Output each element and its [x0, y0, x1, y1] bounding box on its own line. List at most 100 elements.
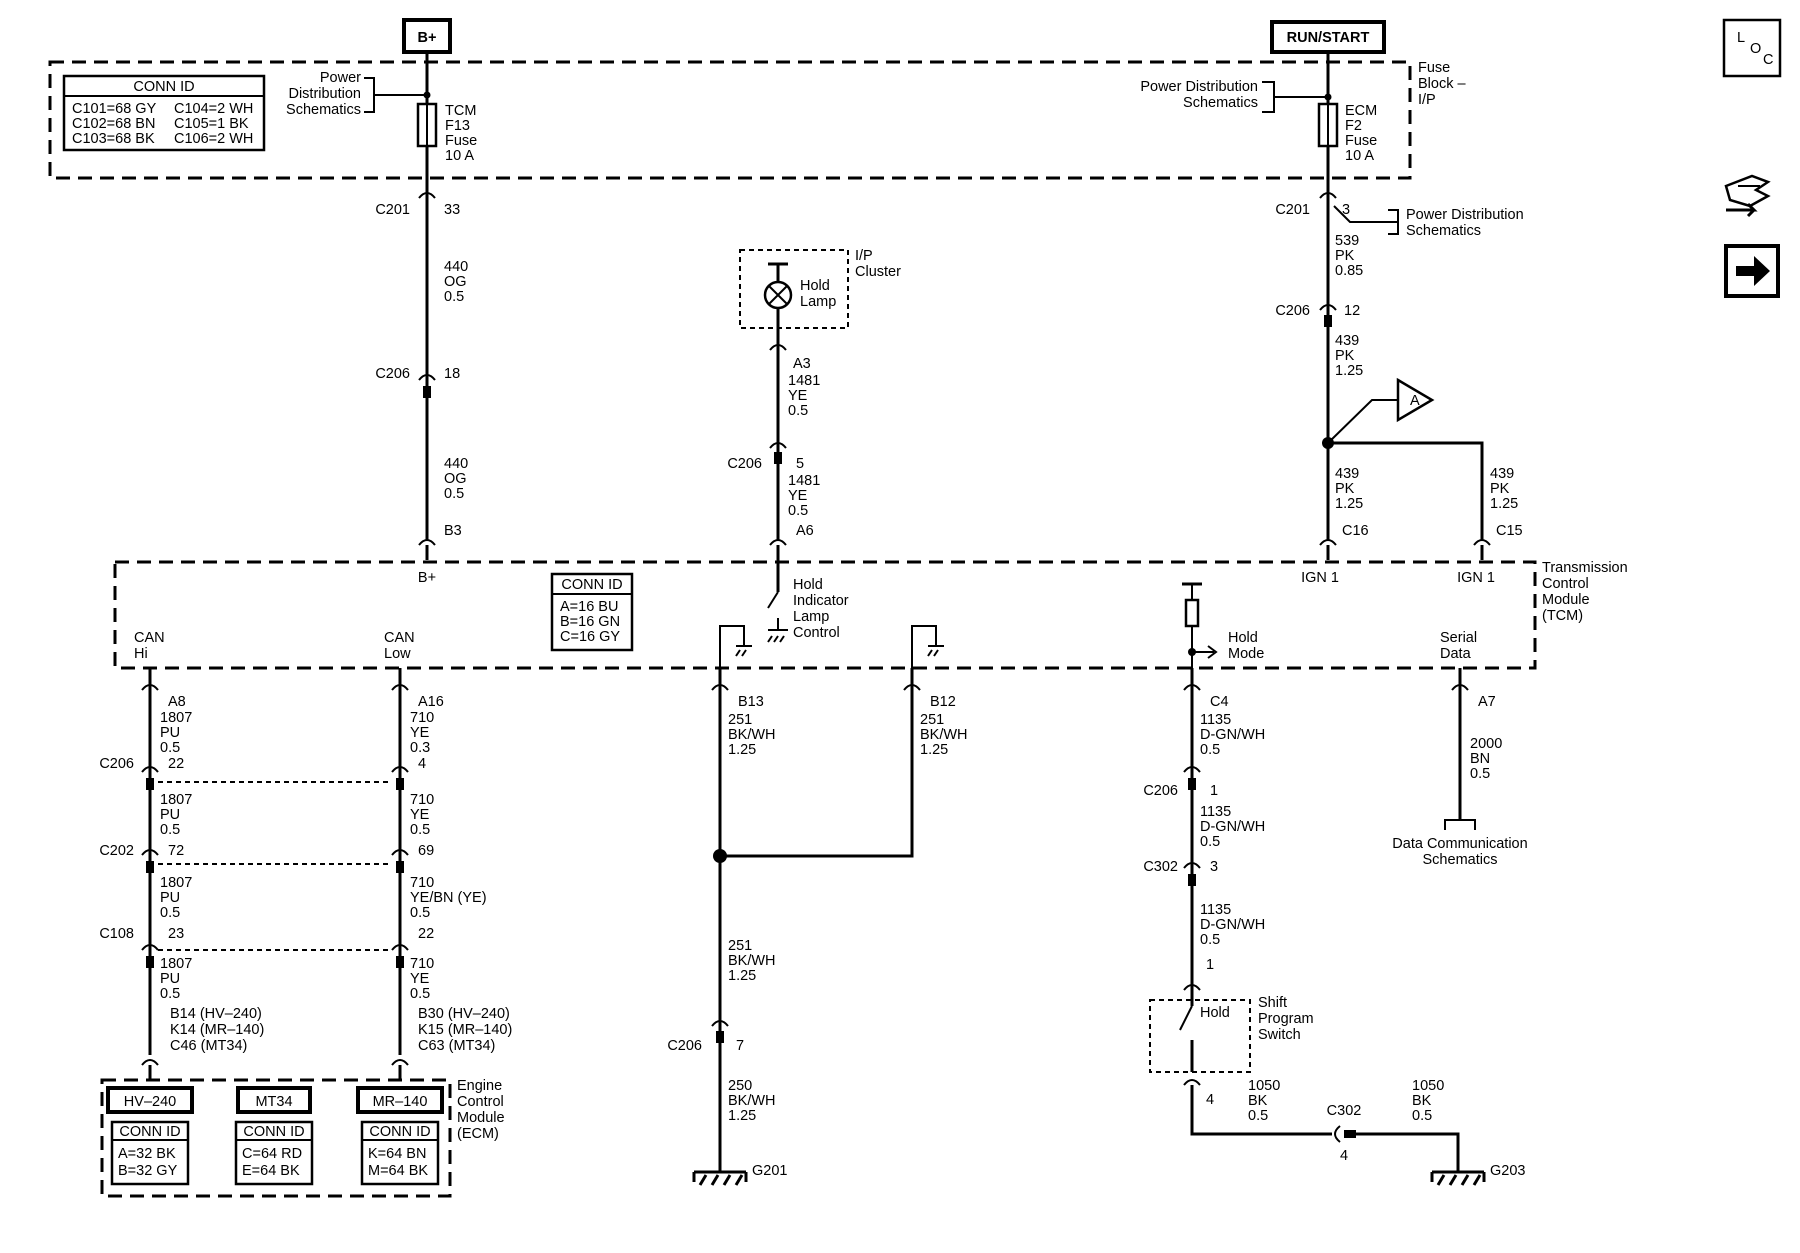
can-low-ecm-pin-3: C63 (MT34)	[418, 1038, 495, 1054]
connector-view-icon[interactable]	[1724, 174, 1771, 218]
tcm-ign1-a: IGN 1	[1301, 570, 1339, 586]
wire-440-a-num: 440	[444, 259, 468, 275]
next-page-icon[interactable]	[1724, 244, 1780, 298]
can-hi-c202-connector	[141, 849, 159, 856]
shift-switch-label-3: Switch	[1258, 1027, 1301, 1043]
tcm-ign1-b: IGN 1	[1457, 570, 1495, 586]
g201-ground-icon	[692, 1170, 748, 1186]
hold-lamp-label-2: Lamp	[800, 294, 836, 310]
ecm-hv240-label: HV–240	[124, 1094, 176, 1110]
tcm-b-plus-label: B+	[418, 570, 436, 586]
can-hi-a8-connector	[141, 684, 159, 691]
wire-439-a-color: PK	[1335, 348, 1355, 364]
ign-ref-leader	[1327, 399, 1398, 444]
ecm-fuse-label-1: ECM	[1345, 103, 1377, 119]
wire-539-color: PK	[1335, 248, 1355, 264]
fuse-conn-id-title: CONN ID	[133, 79, 194, 95]
fuse-block-label-3: I/P	[1418, 92, 1436, 108]
can-low-label-1: CAN	[384, 630, 415, 646]
can-hi-w1-color: PU	[160, 725, 180, 741]
can-hi-w4-gauge: 0.5	[160, 986, 180, 1002]
hold-w3-color: D-GN/WH	[1200, 917, 1265, 933]
serial-w1-num: 2000	[1470, 736, 1502, 752]
can-low-a16-connector	[391, 684, 409, 691]
splice-wire-color: BK/WH	[728, 953, 776, 969]
serial-w1-color: BN	[1470, 751, 1490, 767]
wire-439-b-num: 439	[1335, 466, 1359, 482]
shift-switch-label-2: Program	[1258, 1011, 1314, 1027]
can-hi-w1-num: 1807	[160, 710, 192, 726]
can-low-c108-connector	[391, 944, 409, 951]
hold-w5-gauge: 0.5	[1412, 1108, 1432, 1124]
b13-internal-ground-lead	[719, 625, 745, 675]
hold-c302-connector	[1183, 862, 1201, 869]
wire-439-c-num: 439	[1490, 466, 1514, 482]
b13-connector	[711, 684, 729, 691]
can-hi-ecm-connector	[141, 1059, 159, 1066]
wire-1481-b-gauge: 0.5	[788, 503, 808, 519]
wire-440-b-gauge: 0.5	[444, 486, 464, 502]
loc-icon[interactable]	[1722, 18, 1782, 78]
tcm-fuse-label-1: TCM	[445, 103, 476, 119]
ip-cluster-label-1: I/P	[855, 248, 873, 264]
ecm-label-2: Control	[457, 1094, 504, 1110]
ecm-module-outline	[100, 1078, 452, 1198]
hold-ground-wire-b	[1356, 1132, 1460, 1172]
pin-b12: B12	[930, 694, 956, 710]
can-hi-c206-pin	[146, 778, 154, 790]
serial-data-label-2: Data	[1440, 646, 1472, 662]
c201-pin-3: 3	[1342, 202, 1350, 218]
hold-switch-pin-4: 4	[1206, 1092, 1214, 1108]
tcm-conn-id-title: CONN ID	[561, 577, 622, 593]
can-hi-w4-num: 1807	[160, 956, 192, 972]
can-hi-label-1: CAN	[134, 630, 165, 646]
wire-1481-b-num: 1481	[788, 473, 820, 489]
hold-w4-num: 1050	[1248, 1078, 1280, 1094]
hold-pin-c4: C4	[1210, 694, 1229, 710]
hold-switch-top-connector	[1183, 984, 1201, 991]
c206-lamp-label: C206	[727, 456, 762, 472]
b12-wire-num: 251	[920, 712, 944, 728]
can-hi-w3-color: PU	[160, 890, 180, 906]
hold-w5-num: 1050	[1412, 1078, 1444, 1094]
b-plus-splice	[423, 91, 431, 99]
serial-dest-bracket	[1444, 819, 1476, 830]
c302-ground-pin-4: 4	[1340, 1148, 1348, 1164]
c206-pin-5: 5	[796, 456, 804, 472]
can-low-w3-num: 710	[410, 875, 434, 891]
c206-ground-label: C206	[667, 1038, 702, 1054]
can-hi-c202-label: C202	[99, 843, 134, 859]
can-low-w1-color: YE	[410, 725, 430, 741]
can-hi-label-2: Hi	[134, 646, 148, 662]
serial-pin-a7: A7	[1478, 694, 1496, 710]
splice-wire-num: 251	[728, 938, 752, 954]
tcm-b3-connector	[418, 539, 436, 546]
c206-label-left: C206	[375, 366, 410, 382]
ecm-mr-conn-table	[360, 1120, 440, 1186]
ign-pd-label-2: Schematics	[1406, 223, 1481, 239]
ecm-fuse-label-3: Fuse	[1345, 133, 1377, 149]
fuse-conn-id-4: C103=68 BK	[72, 131, 155, 147]
c206-ground-pin	[716, 1031, 724, 1043]
loc-icon-letter-o: O	[1750, 41, 1761, 57]
ign-pd-bracket	[1388, 209, 1399, 235]
wire-439-a-gauge: 1.25	[1335, 363, 1363, 379]
tcm-fuse-label-2: F13	[445, 118, 470, 134]
hold-ctrl-label-2: Indicator	[793, 593, 849, 609]
can-low-w4-gauge: 0.5	[410, 986, 430, 1002]
wire-439-c-gauge: 1.25	[1490, 496, 1518, 512]
tcm-conn-id-c: C=16 GY	[560, 629, 620, 645]
can-hi-c202-pin-72: 72	[168, 843, 184, 859]
can-low-w1-gauge: 0.3	[410, 740, 430, 756]
can-hi-c108-label: C108	[99, 926, 134, 942]
fuse-block-label-1: Fuse	[1418, 60, 1450, 76]
ecm-mr-conn-k: K=64 BN	[368, 1146, 426, 1162]
hold-w4-gauge: 0.5	[1248, 1108, 1268, 1124]
wire-439-b-color: PK	[1335, 481, 1355, 497]
b13-internal-ground-icon	[735, 645, 752, 657]
hold-lamp-cross	[768, 285, 788, 305]
wire-440-a-gauge: 0.5	[444, 289, 464, 305]
hold-switch-pin-1: 1	[1206, 957, 1214, 973]
ecm-mt34-tag	[236, 1086, 312, 1114]
